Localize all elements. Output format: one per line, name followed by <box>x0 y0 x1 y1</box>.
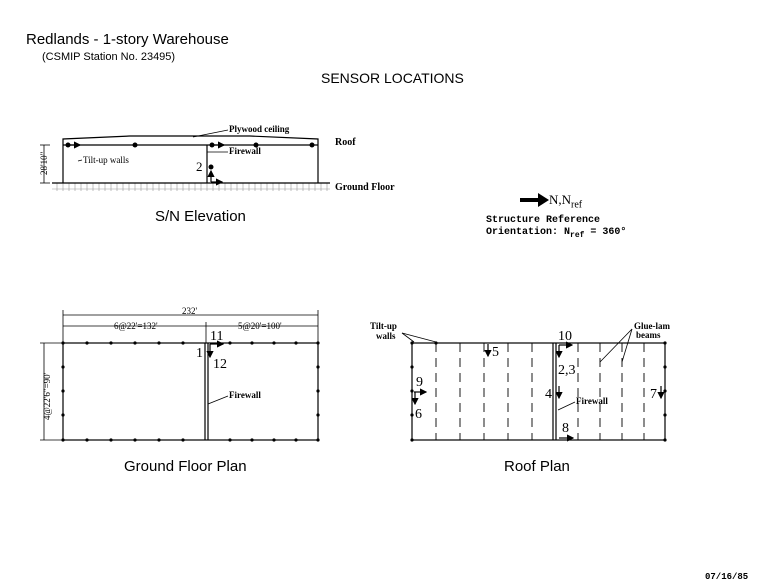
elevation-caption: S/N Elevation <box>155 208 246 225</box>
north-reference-label: N,Nref <box>549 192 582 211</box>
page-title: Redlands - 1-story Warehouse <box>26 31 229 48</box>
elev-ground-label: Ground Floor <box>335 182 395 193</box>
roof-walls-label-1: Tilt-up <box>370 321 397 331</box>
north-sub: ref <box>571 199 583 211</box>
roof-outline <box>411 342 666 441</box>
roof-firewall-label: Firewall <box>576 396 608 406</box>
ground-floor-caption: Ground Floor Plan <box>124 458 247 475</box>
roof-sensor-10: 10 <box>558 329 572 344</box>
roof-sensor-7: 7 <box>650 387 657 402</box>
reference-line-2: Orientation: Nref = 360° <box>486 227 627 240</box>
gfp-height-text: 4@22'6"=90' <box>42 372 52 420</box>
elevation-view: 28'10" Tilt-up walls Plywood ceiling Fir… <box>39 124 395 193</box>
gfp-left-dim: 6@22'=132' <box>114 321 158 331</box>
station-number: (CSMIP Station No. 23495) <box>42 51 176 63</box>
ground-hatch <box>52 183 330 191</box>
roof-beams <box>435 343 645 440</box>
elev-firewall-label: Firewall <box>229 146 261 156</box>
roof-sensor-9: 9 <box>416 375 423 390</box>
roof-plan-caption: Roof Plan <box>504 458 570 475</box>
gfp-right-dim: 5@20'=100' <box>238 321 282 331</box>
ground-floor-plan: 232' 6@22'=132' 5@20'=100' 4@22'6"=90' F… <box>40 306 320 442</box>
section-heading: SENSOR LOCATIONS <box>321 70 464 86</box>
elev-sensor-dot <box>309 142 315 148</box>
roof-sensor-2-3: 2,3 <box>558 363 576 378</box>
roof-columns <box>410 341 667 442</box>
roof-sensor-8: 8 <box>562 421 569 436</box>
roof-walls-label-2: walls <box>376 331 396 341</box>
north-label: N,N <box>549 192 572 207</box>
gfp-columns <box>61 341 320 442</box>
roof-plan: Tilt-up walls Glue-lam beams Firewall 10… <box>370 321 670 442</box>
elev-sensor-dot <box>132 142 138 148</box>
elev-sensor-2: 2 <box>196 159 203 174</box>
gfp-outline <box>62 342 319 441</box>
elev-plywood-label: Plywood ceiling <box>229 124 290 134</box>
gfp-total-text: 232' <box>182 306 198 316</box>
roof-sensor-6: 6 <box>415 407 422 422</box>
roof-sensor-4: 4 <box>545 387 552 402</box>
roof-beams-label-2: beams <box>636 330 661 340</box>
elev-walls-label: Tilt-up walls <box>83 155 129 165</box>
roof-beams-label-1: Glue-lam <box>634 321 670 331</box>
gfp-sensor-11: 11 <box>210 329 223 344</box>
elev-sensor-dot <box>253 142 259 148</box>
elev-height-text: 28'10" <box>39 151 49 175</box>
gfp-sensor-12: 12 <box>213 357 227 372</box>
elev-roof <box>62 135 319 145</box>
reference-line-1: Structure Reference <box>486 215 601 226</box>
gfp-sensor-1: 1 <box>196 346 203 361</box>
gfp-firewall-label: Firewall <box>229 390 261 400</box>
elev-sensor-dot <box>208 164 214 170</box>
roof-sensor-5: 5 <box>492 345 499 360</box>
structure-reference: Structure Reference Orientation: Nref = … <box>486 215 626 242</box>
drawing-date: 07/16/85 <box>705 572 749 582</box>
elev-roof-label: Roof <box>335 137 356 148</box>
